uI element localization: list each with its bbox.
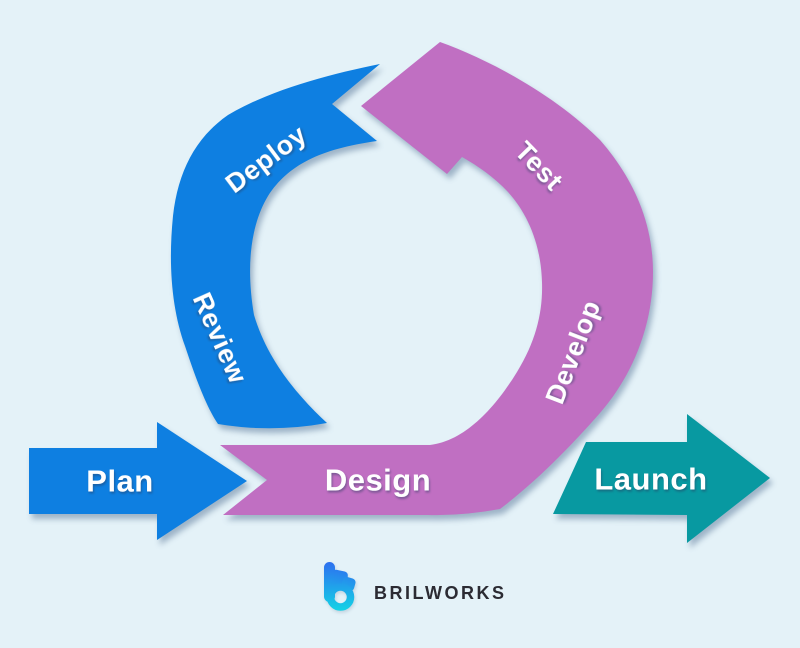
- cycle-arc-review-deploy: [170, 64, 380, 429]
- launch-arrow: [553, 414, 770, 543]
- plan-arrow: [29, 422, 247, 540]
- brand-name: BRILWORKS: [374, 583, 507, 603]
- design-label: Design: [325, 463, 431, 498]
- cycle-arc-design-develop-test: [220, 42, 653, 516]
- plan-label: Plan: [86, 464, 153, 499]
- launch-label: Launch: [594, 462, 707, 497]
- logo-b-ring: [326, 583, 355, 611]
- brilworks-b-icon: [324, 562, 356, 611]
- brilworks-logo: BRILWORKS: [324, 562, 507, 611]
